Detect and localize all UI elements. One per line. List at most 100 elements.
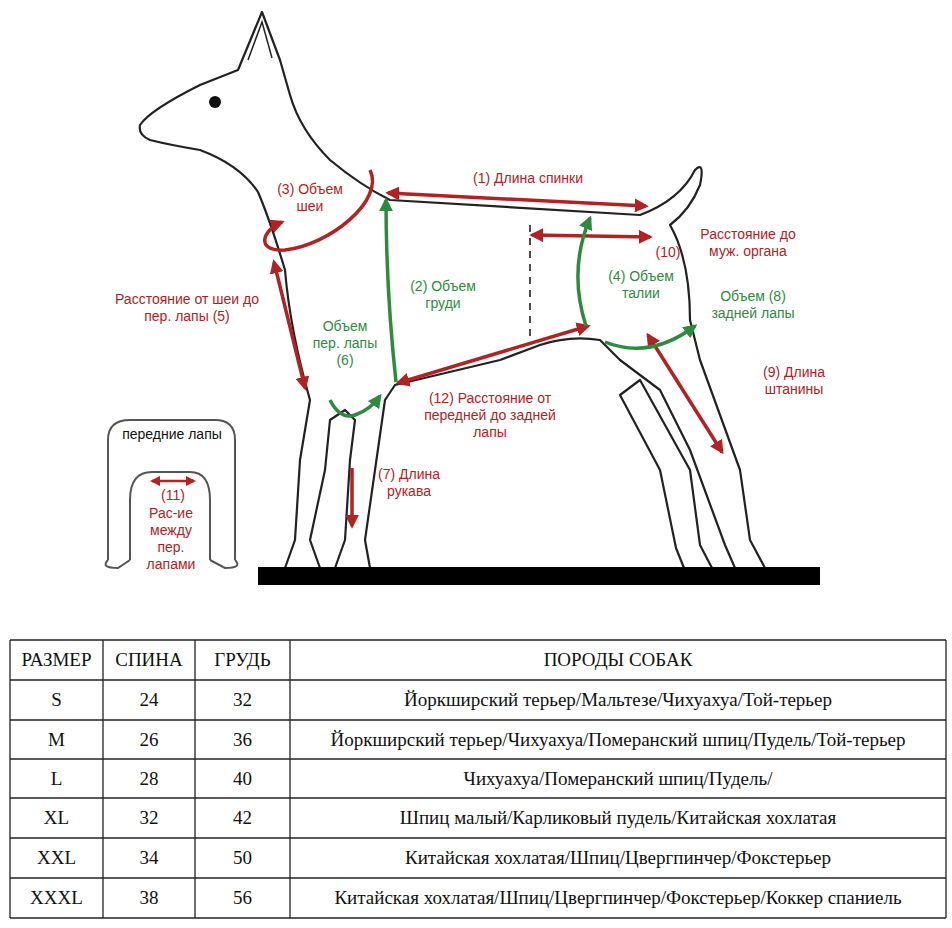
- table-cell: Китайская хохлатая/Шпиц/Цвергпинчер/Фокс…: [291, 839, 945, 877]
- red-measures: [152, 170, 722, 526]
- text-run: РАЗМЕР: [22, 649, 92, 671]
- table-cell: S: [11, 681, 102, 719]
- measure-label: (11): [150, 487, 196, 504]
- measure-label: (12) Расстояние от передней до задней ла…: [412, 390, 568, 441]
- table-cell: Шпиц малый/Карликовый пудель/Китайская х…: [291, 799, 945, 837]
- table-cell: XXXL: [11, 879, 102, 917]
- measure-between: [152, 480, 194, 483]
- table-cell: 32: [104, 799, 194, 837]
- waist-dash: [529, 225, 531, 340]
- measure-label: (9) Длина штанины: [746, 364, 842, 398]
- table-cell: M: [11, 721, 102, 758]
- measure-label: Расстояние от шеи до пер. лапы (5): [104, 291, 270, 325]
- table-rule: [10, 679, 946, 680]
- table-rule: [10, 877, 946, 878]
- table-header: СПИНА: [104, 641, 194, 679]
- text-run: M: [48, 729, 65, 751]
- table-cell: 38: [104, 879, 194, 917]
- measure-label: (7) Длина рукава: [366, 466, 452, 500]
- table-rule: [10, 917, 946, 918]
- table-cell: 36: [196, 721, 289, 758]
- measure-organ: [532, 235, 650, 237]
- table-rule: [10, 639, 946, 640]
- measure-label: (2) Объем груди: [404, 278, 482, 312]
- measure-pants: [648, 335, 722, 452]
- table-cell: XXL: [11, 839, 102, 877]
- measure-neck-paw: [274, 262, 305, 388]
- dog-body: [140, 12, 765, 568]
- table-cell: Йоркширский терьер/Чихуахуа/Померанский …: [291, 721, 945, 758]
- text-run: XL: [44, 807, 69, 829]
- table-cell: 56: [196, 879, 289, 917]
- table-cell: 40: [196, 760, 289, 797]
- table-cell: 50: [196, 839, 289, 877]
- table-cell: 42: [196, 799, 289, 837]
- measure-label: Объем (8) задней лапы: [710, 288, 796, 322]
- measure-hind-paw: [605, 326, 695, 348]
- table-cell: 24: [104, 681, 194, 719]
- dog-outline: [140, 12, 765, 568]
- text-run: 36: [233, 729, 252, 751]
- text-run: Китайская хохлатая/Шпиц/Цвергпинчер/Фокс…: [334, 887, 901, 909]
- text-run: Йоркширский терьер/Мальтезе/Чихуахуа/Той…: [404, 689, 832, 711]
- table-cell: 34: [104, 839, 194, 877]
- text-run: 56: [233, 887, 252, 909]
- table-rule: [945, 640, 946, 918]
- measure-front-paw: [330, 396, 380, 416]
- measure-waist: [578, 218, 590, 326]
- table-header: ГРУДЬ: [196, 641, 289, 679]
- text-run: 24: [140, 689, 159, 711]
- text-run: ПОРОДЫ СОБАК: [544, 649, 693, 671]
- table-rule: [10, 797, 946, 798]
- measure-neck: [265, 170, 373, 250]
- table-rule: [194, 640, 195, 918]
- measure-paws: [398, 326, 588, 383]
- table-cell: 32: [196, 681, 289, 719]
- measure-back: [388, 193, 646, 206]
- text-run: 40: [233, 768, 252, 790]
- table-grid: [10, 640, 946, 918]
- table-header: РАЗМЕР: [11, 641, 102, 679]
- measure-label: Расстояние до муж. органа: [684, 226, 812, 260]
- measure-chest: [386, 200, 396, 382]
- text-run: 32: [233, 689, 252, 711]
- text-run: L: [51, 768, 63, 790]
- text-run: 50: [233, 847, 252, 869]
- table-rule: [102, 640, 103, 918]
- text-run: СПИНА: [115, 649, 183, 671]
- table-rule: [10, 837, 946, 838]
- green-measures: [330, 200, 695, 416]
- text-run: Китайская хохлатая/Шпиц/Цвергпинчер/Фокс…: [405, 847, 831, 869]
- table-rule: [9, 640, 10, 918]
- table-header: ПОРОДЫ СОБАК: [291, 641, 945, 679]
- measure-label: (10): [648, 244, 688, 261]
- table-cell: Чихуахуа/Померанский шпиц/Пудель/: [291, 760, 945, 797]
- text-run: 32: [140, 807, 159, 829]
- table-rule: [10, 758, 946, 759]
- table-rule: [10, 719, 946, 720]
- table-rule: [289, 640, 290, 918]
- table-cell: 26: [104, 721, 194, 758]
- text-run: S: [51, 689, 62, 711]
- measure-label: (3) Объем шеи: [273, 181, 347, 215]
- text-run: Чихуахуа/Померанский шпиц/Пудель/: [464, 768, 773, 790]
- table-cell: L: [11, 760, 102, 797]
- text-run: ГРУДЬ: [214, 649, 270, 671]
- measure-label: (1) Длина спинки: [448, 170, 608, 187]
- table-cell: Йоркширский терьер/Мальтезе/Чихуахуа/Той…: [291, 681, 945, 719]
- measure-sleeve: [350, 468, 354, 526]
- text-run: 26: [140, 729, 159, 751]
- table-cell: 28: [104, 760, 194, 797]
- ground: [258, 567, 820, 585]
- inset-caption: передние лапы: [120, 426, 224, 443]
- measure-label: Рас-ие между пер. лапами: [136, 505, 206, 573]
- text-run: Йоркширский терьер/Чихуахуа/Померанский …: [331, 729, 906, 751]
- measure-label: (4) Объем талии: [604, 268, 678, 302]
- dog-ear: [248, 22, 272, 60]
- dog-eye: [209, 96, 221, 108]
- text-run: 34: [140, 847, 159, 869]
- text-run: Шпиц малый/Карликовый пудель/Китайская х…: [400, 807, 837, 829]
